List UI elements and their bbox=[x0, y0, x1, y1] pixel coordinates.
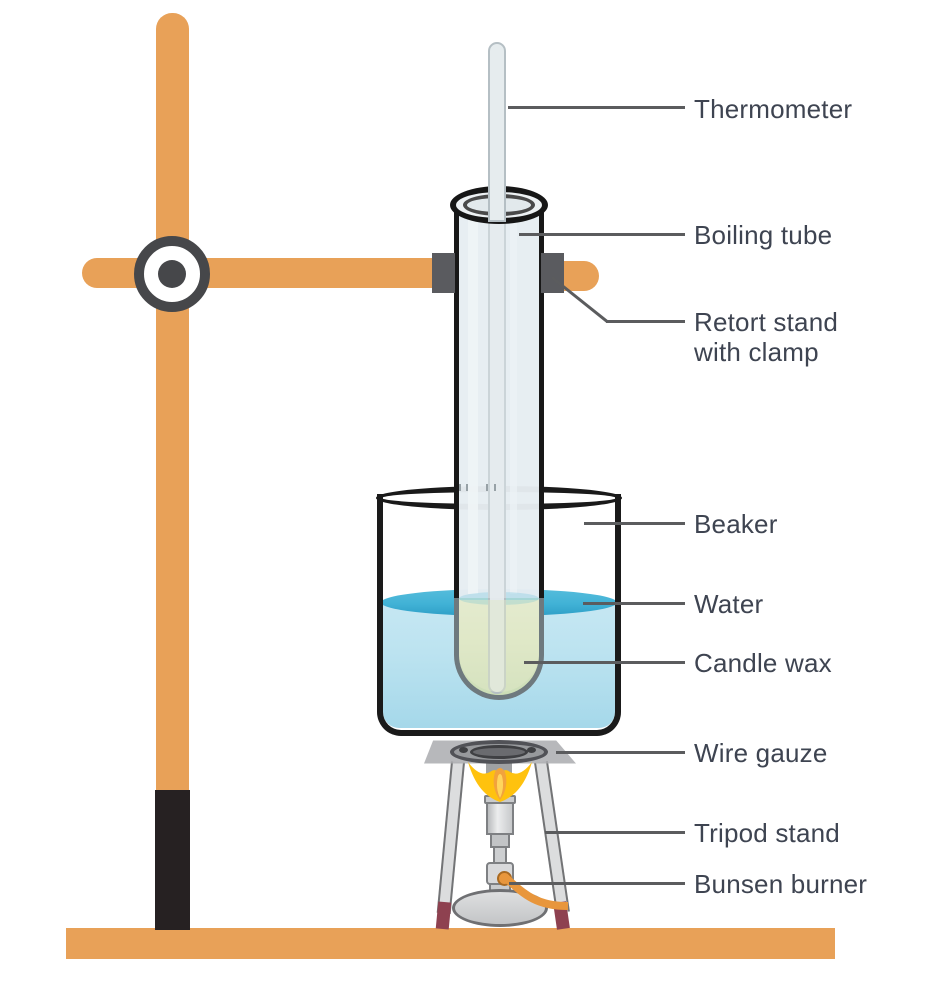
glass-highlight bbox=[468, 218, 478, 594]
label-bunsen-burner: Bunsen burner bbox=[694, 869, 868, 899]
leader-water bbox=[583, 602, 685, 605]
label-wire-gauze: Wire gauze bbox=[694, 738, 828, 768]
thermometer-tick bbox=[494, 484, 496, 491]
leader-tripod-stand bbox=[545, 831, 685, 834]
leader-bunsen-burner bbox=[509, 882, 685, 885]
leader-candle-wax bbox=[524, 661, 685, 664]
clamp-knob-center bbox=[158, 260, 186, 288]
retort-stand-pole bbox=[156, 13, 189, 930]
label-boiling-tube: Boiling tube bbox=[694, 220, 833, 250]
clamp-jaw-left bbox=[432, 253, 455, 293]
thermometer-rod bbox=[488, 42, 506, 222]
flame-icon bbox=[468, 762, 532, 802]
wax-overlay bbox=[459, 600, 539, 692]
tripod-foot-left bbox=[435, 901, 452, 930]
gas-tube bbox=[503, 875, 569, 910]
beaker-body bbox=[377, 494, 621, 736]
thermometer-tick bbox=[486, 484, 488, 491]
label-tripod-stand: Tripod stand bbox=[694, 818, 840, 848]
label-water: Water bbox=[694, 589, 764, 619]
bench-base bbox=[66, 928, 835, 959]
label-candle-wax: Candle wax bbox=[694, 648, 832, 678]
burner-barrel bbox=[486, 802, 514, 835]
leader-retort bbox=[606, 320, 685, 323]
label-beaker: Beaker bbox=[694, 509, 778, 539]
gauze-ring-hole bbox=[459, 747, 468, 753]
leader-boiling-tube bbox=[519, 233, 685, 236]
gauze-ring-hole bbox=[527, 747, 536, 753]
thermometer-tick bbox=[459, 484, 461, 491]
leader-beaker bbox=[584, 522, 685, 525]
boiling-tube-walls bbox=[454, 212, 544, 598]
gauze-ring-inner bbox=[470, 745, 528, 759]
label-thermometer: Thermometer bbox=[694, 94, 853, 124]
retort-stand-pole-lower-section bbox=[155, 790, 190, 930]
clamp-knob bbox=[134, 236, 210, 312]
leader-thermometer bbox=[508, 106, 685, 109]
leader-wire-gauze bbox=[556, 751, 685, 754]
glass-overlay bbox=[459, 212, 539, 598]
label-retort-stand: Retort stand with clamp bbox=[694, 307, 839, 367]
glass-highlight bbox=[510, 218, 517, 594]
thermometer-tick bbox=[466, 484, 468, 491]
